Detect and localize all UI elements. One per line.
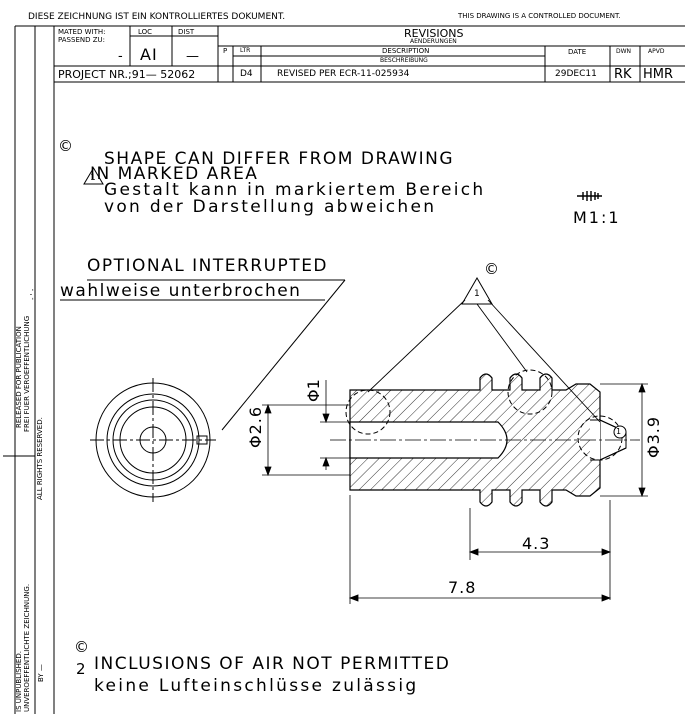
note2-line2: keine Lufteinschlüsse zulässig xyxy=(94,676,419,696)
note2-marker: © xyxy=(74,638,89,656)
rev-date: 29DEC11 xyxy=(555,69,597,79)
note1-line4: von der Darstellung abweichen xyxy=(104,197,437,217)
col-apvd: APVD xyxy=(648,48,665,55)
note1-line3: Gestalt kann in markiertem Bereich xyxy=(104,180,486,200)
rev-dwn: RK xyxy=(614,67,632,82)
dim-4-3: 4.3 xyxy=(522,534,551,553)
callout-num: 1 xyxy=(474,289,480,299)
rev-ltr: D4 xyxy=(240,69,253,79)
dist-value: — xyxy=(186,49,199,64)
note1-num: 1 xyxy=(90,173,96,183)
col-p: P xyxy=(223,47,228,55)
note2-line1: INCLUSIONS OF AIR NOT PERMITTED xyxy=(94,654,451,674)
col-ltr: LTR xyxy=(240,47,251,54)
dim-phi-3-9: Φ3.9 xyxy=(644,415,663,458)
end-view xyxy=(90,378,216,502)
revisions-title-de: AENDERUNGEN xyxy=(410,38,457,45)
dist-label: DIST xyxy=(178,28,195,36)
note2-num: 2 xyxy=(76,660,86,678)
col-description: DESCRIPTION xyxy=(382,47,430,55)
dim-7-8: 7.8 xyxy=(448,578,477,597)
rev-apvd: HMR xyxy=(643,67,674,82)
optional-interrupted-de: wahlweise unterbrochen xyxy=(60,281,302,301)
circled-one: 1 xyxy=(616,427,622,436)
note1-line1: SHAPE CAN DIFFER FROM DRAWING xyxy=(104,149,455,169)
controlled-doc-en: THIS DRAWING IS A CONTROLLED DOCUMENT. xyxy=(458,12,621,20)
loc-value: AI xyxy=(140,45,158,64)
revisions-title: REVISIONS xyxy=(404,27,464,40)
loc-label: LOC xyxy=(138,28,153,36)
mated-with-label-de: PASSEND ZU: xyxy=(58,36,106,44)
callout-marker: © xyxy=(484,260,499,278)
col-dwn: DWN xyxy=(616,48,632,55)
note1-line2: IN MARKED AREA xyxy=(90,164,259,184)
note1-marker: © xyxy=(58,137,73,155)
section-view xyxy=(330,369,640,507)
col-date: DATE xyxy=(568,48,587,56)
optional-interrupted-en: OPTIONAL INTERRUPTED xyxy=(87,256,329,276)
mated-with-value: - xyxy=(118,49,123,64)
col-description-de: BESCHREIBUNG xyxy=(380,57,428,64)
mated-with-label: MATED WITH: xyxy=(58,28,106,36)
controlled-doc-de: DIESE ZEICHNUNG IST EIN KONTROLLIERTES D… xyxy=(28,12,286,22)
scale-label: M1:1 xyxy=(573,208,621,227)
rev-description: REVISED PER ECR-11-025934 xyxy=(277,69,410,79)
dim-phi-1: Φ1 xyxy=(304,379,323,402)
dim-phi-2-6: Φ2.6 xyxy=(246,405,265,448)
project-number: PROJECT NR.;91— 52062 xyxy=(58,68,196,81)
